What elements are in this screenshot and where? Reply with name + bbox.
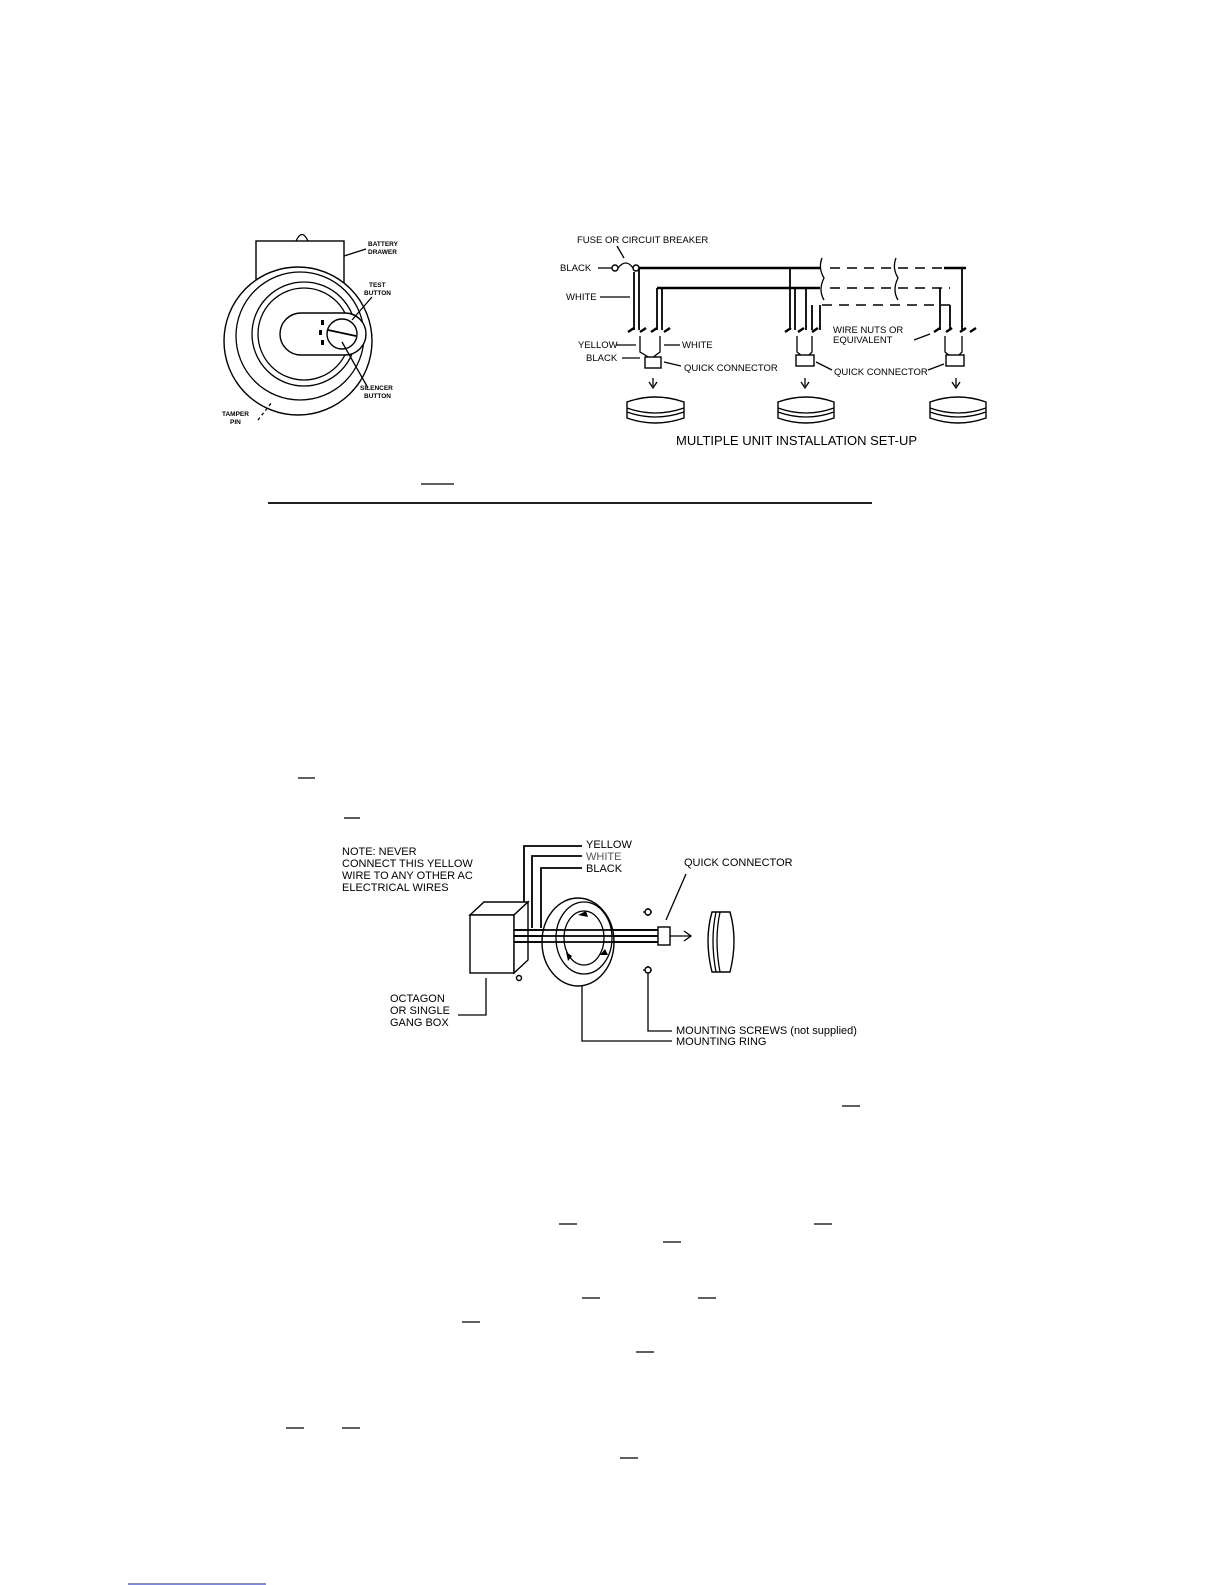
mounting-ring-label: MOUNTING RING (676, 1036, 766, 1048)
battery-drawer-tab (295, 233, 309, 242)
white-wire-label: WHITE (566, 292, 597, 303)
mounting-screws-label: MOUNTING SCREWS (not supplied) (676, 1025, 857, 1037)
mounting-screw-icon (643, 966, 652, 974)
test-button-label-1: TEST (369, 282, 386, 289)
box-label-1: OCTAGON (390, 993, 445, 1005)
test-button-slot (327, 329, 357, 337)
break-mark-left (819, 257, 825, 301)
detector-unit-3 (929, 396, 987, 424)
detector-unit-1 (626, 396, 685, 424)
detector-front-diagram: BATTERY DRAWER TEST BUTTON SILENCER BUTT… (222, 233, 399, 426)
test-button-shape (326, 318, 358, 350)
black-wire-label: BLACK (560, 263, 592, 274)
quick-connector (657, 926, 671, 946)
black-lead (540, 867, 582, 928)
silencer-button-leader (341, 341, 369, 389)
octagon-box (468, 900, 530, 982)
silencer-button-label-2: BUTTON (364, 393, 391, 400)
wire-nuts-label-1: WIRE NUTS OR (833, 325, 903, 336)
note-line-3: WIRE TO ANY OTHER AC (342, 870, 473, 882)
break-mark-right (893, 257, 899, 301)
detector-side-view (707, 911, 735, 973)
yellow-wire-label: YELLOW (578, 340, 618, 351)
box-label-3: GANG BOX (390, 1017, 449, 1029)
fuse-symbol (611, 264, 619, 272)
multiple-unit-diagram: FUSE OR CIRCUIT BREAKER BLACK WHITE (560, 235, 987, 448)
quick-connector-box-1 (644, 356, 662, 369)
quick-connector-box-2 (795, 354, 815, 367)
tamper-pin-label-1: TAMPER (222, 411, 249, 418)
note-line-2: CONNECT THIS YELLOW (342, 858, 473, 870)
fuse-label: FUSE OR CIRCUIT BREAKER (577, 235, 708, 246)
test-button-label-2: BUTTON (364, 290, 391, 297)
mounting-screw-icon (643, 908, 652, 916)
arrow-down-icon (800, 378, 810, 390)
overline-marks (286, 777, 860, 1459)
white-wire-label: WHITE (586, 851, 621, 863)
black-wire-label: BLACK (586, 863, 623, 875)
box-label-2: OR SINGLE (390, 1005, 450, 1017)
test-button-leader (351, 296, 373, 321)
arrow-down-icon (951, 378, 961, 390)
indicator-dots (319, 320, 324, 345)
tamper-pin-leader (257, 401, 273, 421)
multiple-unit-title: MULTIPLE UNIT INSTALLATION SET-UP (676, 433, 917, 448)
battery-drawer-label-1: BATTERY (368, 241, 399, 248)
note-line-1: NOTE: NEVER (342, 846, 417, 858)
arrow-down-icon (648, 378, 658, 390)
wire-nuts-label-2: EQUIVALENT (833, 335, 893, 346)
note-line-4: ELECTRICAL WIRES (342, 882, 449, 894)
black-wire-label-lower: BLACK (586, 353, 618, 364)
silencer-button-label-1: SILENCER (360, 385, 393, 392)
mounting-ring (514, 897, 662, 987)
yellow-wire-label: YELLOW (586, 839, 632, 851)
battery-drawer-label-2: DRAWER (368, 249, 397, 256)
quick-connector-label-2: QUICK CONNECTOR (834, 367, 928, 378)
quick-connector-label: QUICK CONNECTOR (684, 857, 793, 869)
quick-connector-label-1: QUICK CONNECTOR (684, 363, 778, 374)
wire-nuts (627, 327, 977, 333)
battery-drawer-leader (343, 248, 367, 257)
white-wire-label-right: WHITE (682, 340, 713, 351)
quick-connector-box-3 (945, 354, 965, 367)
yellow-lead (523, 845, 582, 928)
detector-unit-2 (777, 396, 835, 424)
fuse-leader (616, 245, 625, 259)
tamper-pin-label-2: PIN (230, 419, 241, 426)
white-lead (531, 855, 582, 928)
mounting-diagram: NOTE: NEVER CONNECT THIS YELLOW WIRE TO … (342, 839, 857, 1048)
